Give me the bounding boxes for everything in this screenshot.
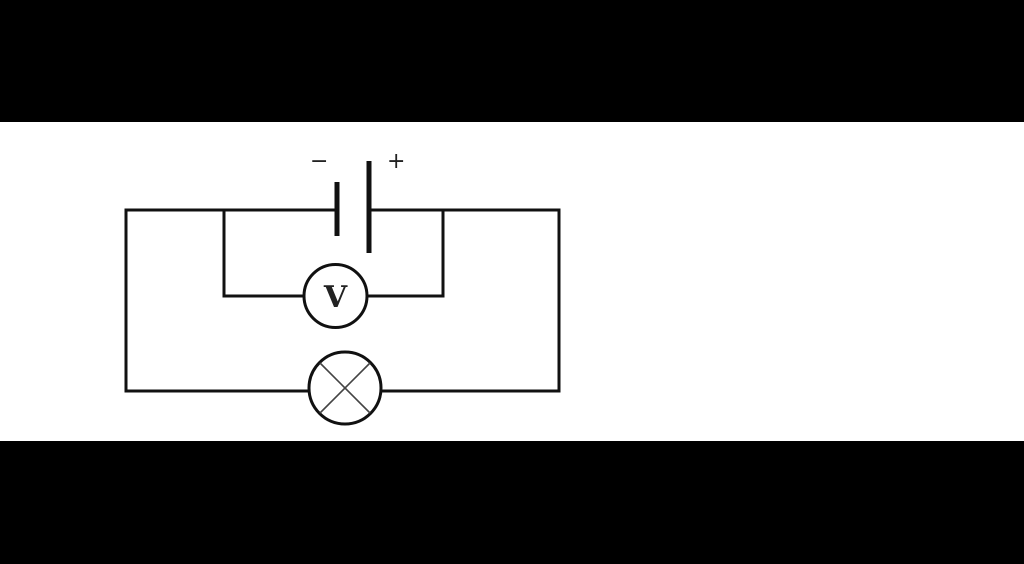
battery-negative-label: − [310,149,328,174]
outer-wire-right [367,208,561,393]
lamp-cross-line-b [319,362,371,414]
outer-wire-left [124,208,339,393]
lamp-cross-icon [307,350,383,426]
voltmeter: V [302,263,369,329]
battery-positive-label: + [387,149,405,174]
voltmeter-branch-right [365,208,445,298]
voltmeter-branch-left [222,208,306,298]
letterbox-top [0,0,1024,122]
voltmeter-symbol: V [323,280,348,315]
letterbox-bottom [0,441,1024,564]
diagram-canvas [0,122,1024,441]
voltmeter-ring [302,263,369,329]
